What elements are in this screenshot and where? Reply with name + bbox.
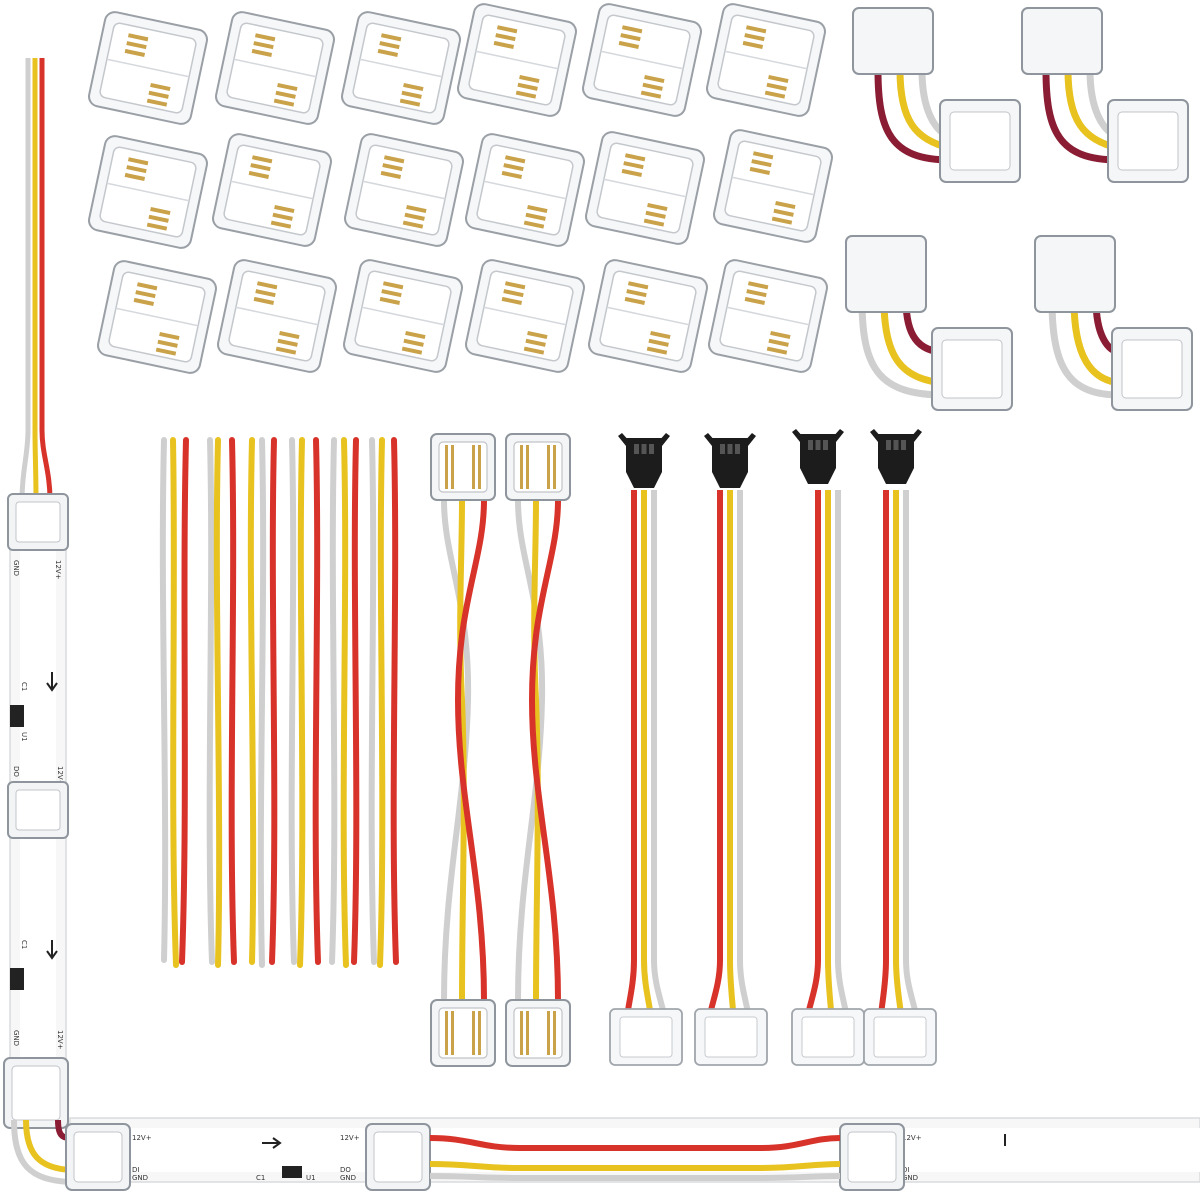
strip-label-12v-h2: 12V+ <box>340 1134 360 1142</box>
strip-label-gnd-top: GND <box>12 560 20 576</box>
strip-label-u1-h: U1 <box>306 1174 316 1182</box>
strip-label-c1-top: C1 <box>20 682 28 691</box>
strip-label-u1-top: U1 <box>20 732 28 742</box>
strip-label-12v-mid: 12V+ <box>56 766 64 786</box>
strip-label-12v-top: 12V+ <box>54 560 62 580</box>
loose-wire-bundles <box>159 437 399 968</box>
strip-label-gnd-h2: GND <box>340 1174 356 1182</box>
strip-label-c1-low: C1 <box>20 940 28 949</box>
strip-label-12v-low: 12V+ <box>56 1030 64 1050</box>
jst-pigtail-cables <box>609 429 937 1066</box>
clip-connector-grid <box>86 1 835 376</box>
strip-label-di-h3: DI <box>902 1166 909 1174</box>
strip-label-do-mid: DO <box>12 766 20 777</box>
strip-label-12v-h1: 12V+ <box>132 1134 152 1142</box>
strip-label-gnd-h1: GND <box>132 1174 148 1182</box>
strip-label-c1-h: C1 <box>256 1174 265 1182</box>
strip-label-gnd-h3: GND <box>902 1174 918 1182</box>
led-strip-assembly: 12V+ GND U1 C1 12V+ DO C1 12V+ GND 12V+ … <box>3 58 1200 1191</box>
strip-label-do-h2: DO <box>340 1166 351 1174</box>
strip-label-gnd-low: GND <box>12 1030 20 1046</box>
strip-label-12v-h3: 12V+ <box>902 1134 922 1142</box>
l-corner-connectors <box>845 7 1193 411</box>
double-clip-jumpers <box>430 433 571 1067</box>
strip-label-di-h1: DI <box>132 1166 139 1174</box>
